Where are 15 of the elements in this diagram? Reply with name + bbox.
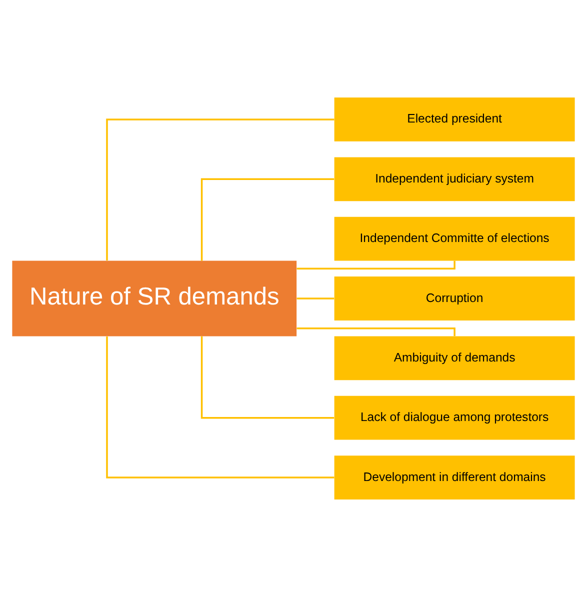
node-box: Independent Committe of elections — [334, 216, 575, 260]
connector — [296, 326, 456, 336]
node-box: Lack of dialogue among protestors — [334, 395, 575, 440]
connector — [200, 178, 334, 260]
connector — [200, 336, 334, 418]
node-box: Ambiguity of demands — [334, 336, 575, 380]
node-box: Nature of SR demands — [12, 260, 297, 336]
connector — [106, 118, 334, 260]
node-box: Independent judiciary system — [334, 156, 575, 201]
node-box: Corruption — [334, 276, 575, 320]
connector — [296, 260, 456, 270]
connector — [106, 336, 334, 478]
connector — [296, 297, 334, 299]
node-box: Elected president — [334, 97, 575, 141]
node-box: Development in different domains — [334, 455, 575, 499]
